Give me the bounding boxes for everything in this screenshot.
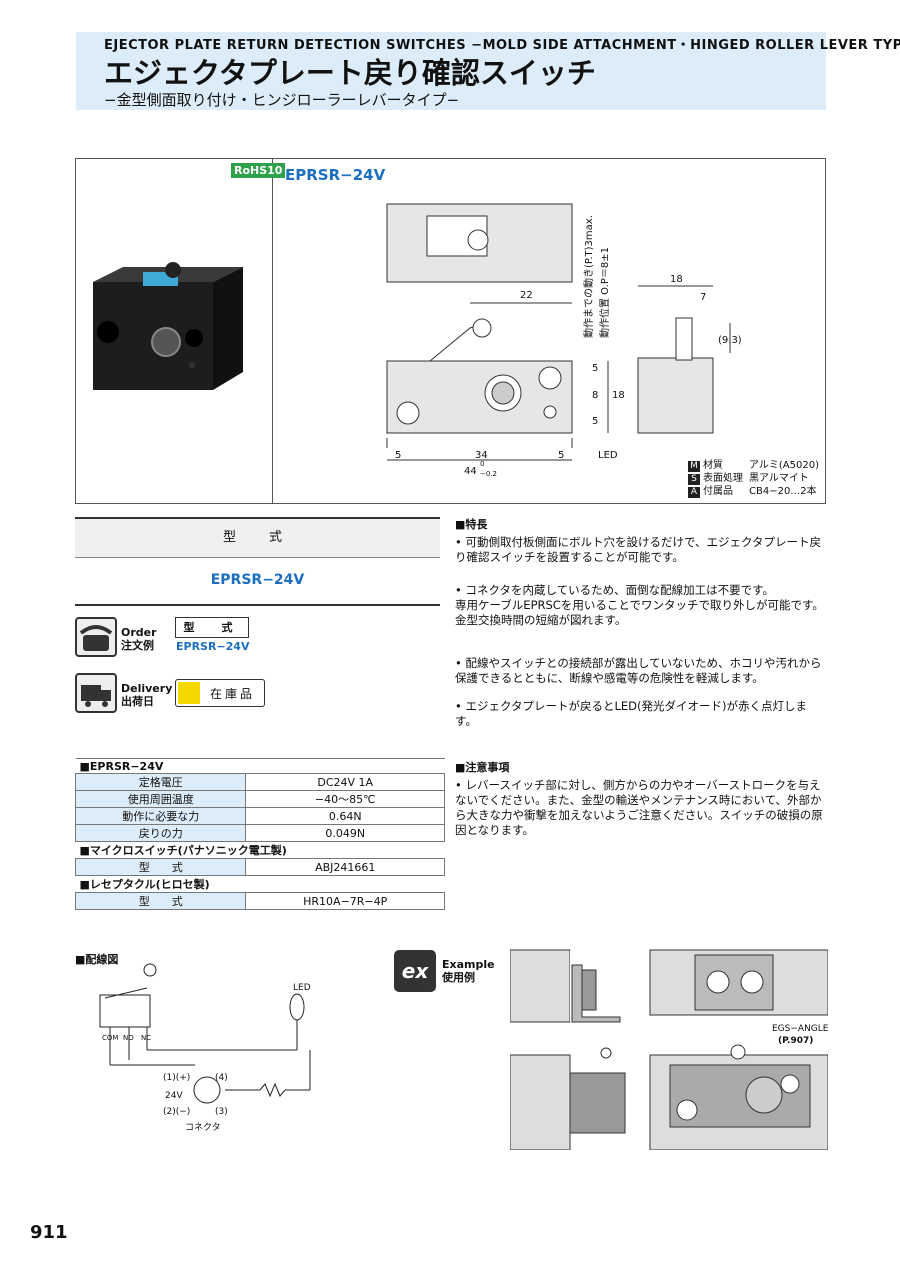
type-header: 型 式 (75, 517, 440, 558)
dim-5b: 5 (592, 416, 598, 427)
features-title: ■特長 (455, 518, 488, 531)
pin1-label: (1)(+) (163, 1073, 190, 1083)
product-photo (93, 262, 243, 390)
pin3-label: (3) (215, 1107, 228, 1117)
divider (272, 158, 273, 504)
spec-section-title: ■マイクロスイッチ(パナソニック電工製) (75, 841, 445, 859)
order-type-box: 型 式 (175, 617, 249, 638)
page-ref-label: (P.907) (778, 1036, 813, 1046)
page-number: 911 (30, 1222, 68, 1243)
model-title: EPRSR−24V (285, 166, 386, 184)
example-illustration: EGS−ANGLE (P.907) (510, 949, 828, 1150)
order-example: EPRSR−24V (176, 640, 250, 653)
dim-44: 44 (464, 466, 477, 477)
dim-tol-lower: −0.2 (480, 470, 497, 478)
dim-7: 7 (700, 292, 706, 303)
dim-34: 34 (475, 450, 488, 461)
no-label: NO (123, 1034, 134, 1042)
side-view (637, 357, 714, 434)
roller-icon (165, 262, 181, 278)
dim-18-top: 18 (670, 274, 683, 285)
dim-5d: 5 (558, 450, 564, 461)
nc-label: NC (141, 1034, 151, 1042)
stock-badge: 在庫品 (175, 679, 265, 707)
angle-label: EGS−ANGLE (772, 1024, 828, 1034)
truck-icon (75, 673, 117, 713)
connector-icon (151, 327, 181, 357)
example-icon: ex (394, 950, 436, 992)
dim-18: 18 (612, 390, 625, 401)
spec-section-title: ■EPRSR−24V (75, 758, 445, 774)
feature-item: • エジェクタプレートが戻るとLED(発光ダイオード)が赤く点灯します。 (455, 699, 807, 728)
page-subtitle: −金型側面取り付け・ヒンジローラーレバータイプ− (104, 91, 460, 109)
rohs-badge: RoHS10 (231, 163, 286, 178)
feature-item: • 可動側取付板側面にボルト穴を設けるだけで、エジェクタプレート戻り確認スイッチ… (455, 535, 822, 564)
wiring-diagram: LED COM NO NC (1)(+) (4) 24V (2)(−) (3) … (99, 963, 311, 1133)
dim-22: 22 (520, 290, 533, 301)
bolt-hole (97, 321, 119, 343)
led-icon (189, 362, 195, 368)
connector-label: コネクタ (185, 1122, 221, 1133)
pin4-label: (4) (215, 1073, 228, 1083)
product-side-face (213, 267, 243, 390)
led-label: LED (293, 983, 311, 993)
phone-icon (75, 617, 117, 657)
technical-drawing: 22 18 7 (9.3) 5 8 18 5 5 34 5 44 0 −0.2 … (386, 203, 742, 478)
product-box (75, 158, 826, 504)
feature-item: • 配線やスイッチとの接続部が露出していないため、ホコリや汚れから保護できるとと… (455, 656, 822, 685)
title-english: EJECTOR PLATE RETURN DETECTION SWITCHES … (104, 38, 900, 53)
header-band (76, 32, 826, 110)
type-value: EPRSR−24V (75, 556, 440, 606)
operating-position-label: 動作位置 O.P＝8±1 (598, 247, 611, 338)
feature-item: • コネクタを内蔵しているため、面倒な配線加工は不要です。 専用ケーブルEPRS… (455, 583, 824, 627)
travel-label: 動作までの動き(P.T)3max. (582, 215, 595, 338)
dim-8: 8 (592, 390, 598, 401)
stock-text: 在庫品 (210, 687, 256, 701)
dim-9-3: (9.3) (718, 335, 742, 346)
spec-section-title: ■レセプタクル(ヒロセ製) (75, 875, 445, 893)
caution-item: • レバースイッチ部に対し、側方からの力やオーバーストロークを与えないでください… (455, 778, 823, 837)
bolt-hole-2 (185, 329, 203, 347)
dim-tol-upper: 0 (480, 460, 484, 468)
cautions-title: ■注意事項 (455, 761, 510, 774)
pin2-label: (2)(−) (163, 1107, 190, 1117)
page-title: エジェクタプレート戻り確認スイッチ (104, 56, 596, 90)
dim-5c: 5 (395, 450, 401, 461)
dim-5a: 5 (592, 363, 598, 374)
box-icon (178, 682, 200, 704)
com-label: COM (102, 1034, 118, 1042)
led-callout: LED (598, 450, 618, 461)
voltage-label: 24V (165, 1091, 183, 1101)
wiring-title: ■配線図 (75, 953, 119, 966)
